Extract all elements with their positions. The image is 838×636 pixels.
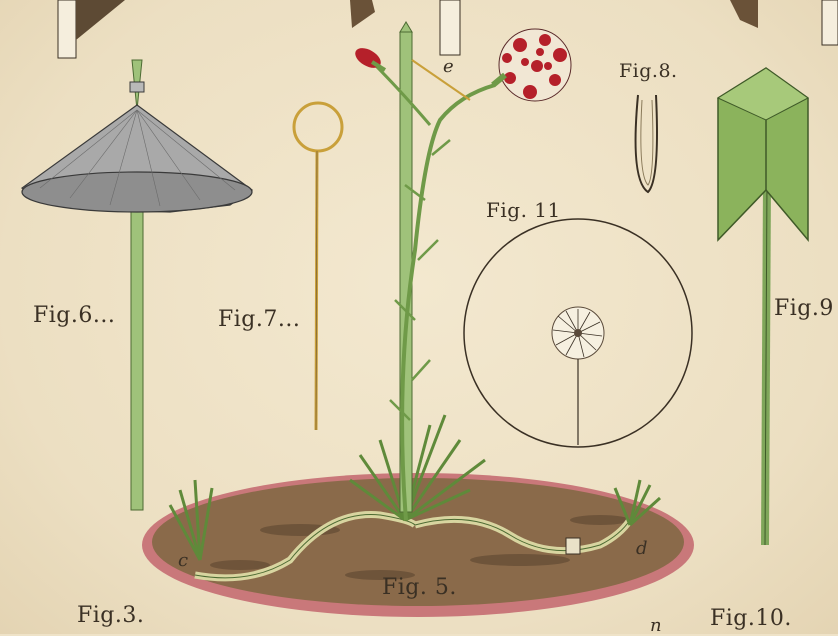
- letter-d: d: [636, 538, 648, 559]
- fig8-hairpin: [636, 95, 657, 192]
- fig3-label: Fig.3.: [77, 603, 144, 628]
- fig11-label: Fig. 11: [486, 198, 561, 222]
- letter-c: c: [178, 550, 189, 571]
- fig5-label: Fig. 5.: [382, 575, 457, 600]
- fig7-ring-stake: [294, 103, 342, 430]
- fig6-label: Fig.6...: [33, 303, 115, 328]
- fig8-label: Fig.8.: [619, 60, 678, 82]
- top-cropped-fragments: [58, 0, 838, 58]
- fig6-cone-shade: [22, 60, 252, 510]
- fig11-seed-diagram: [464, 219, 692, 447]
- letter-n: n: [650, 615, 662, 636]
- letter-e: e: [443, 56, 454, 77]
- fig10-label: Fig.10.: [710, 606, 792, 631]
- fig7-label: Fig.7...: [218, 307, 300, 332]
- fig9-label: Fig.9: [774, 296, 834, 321]
